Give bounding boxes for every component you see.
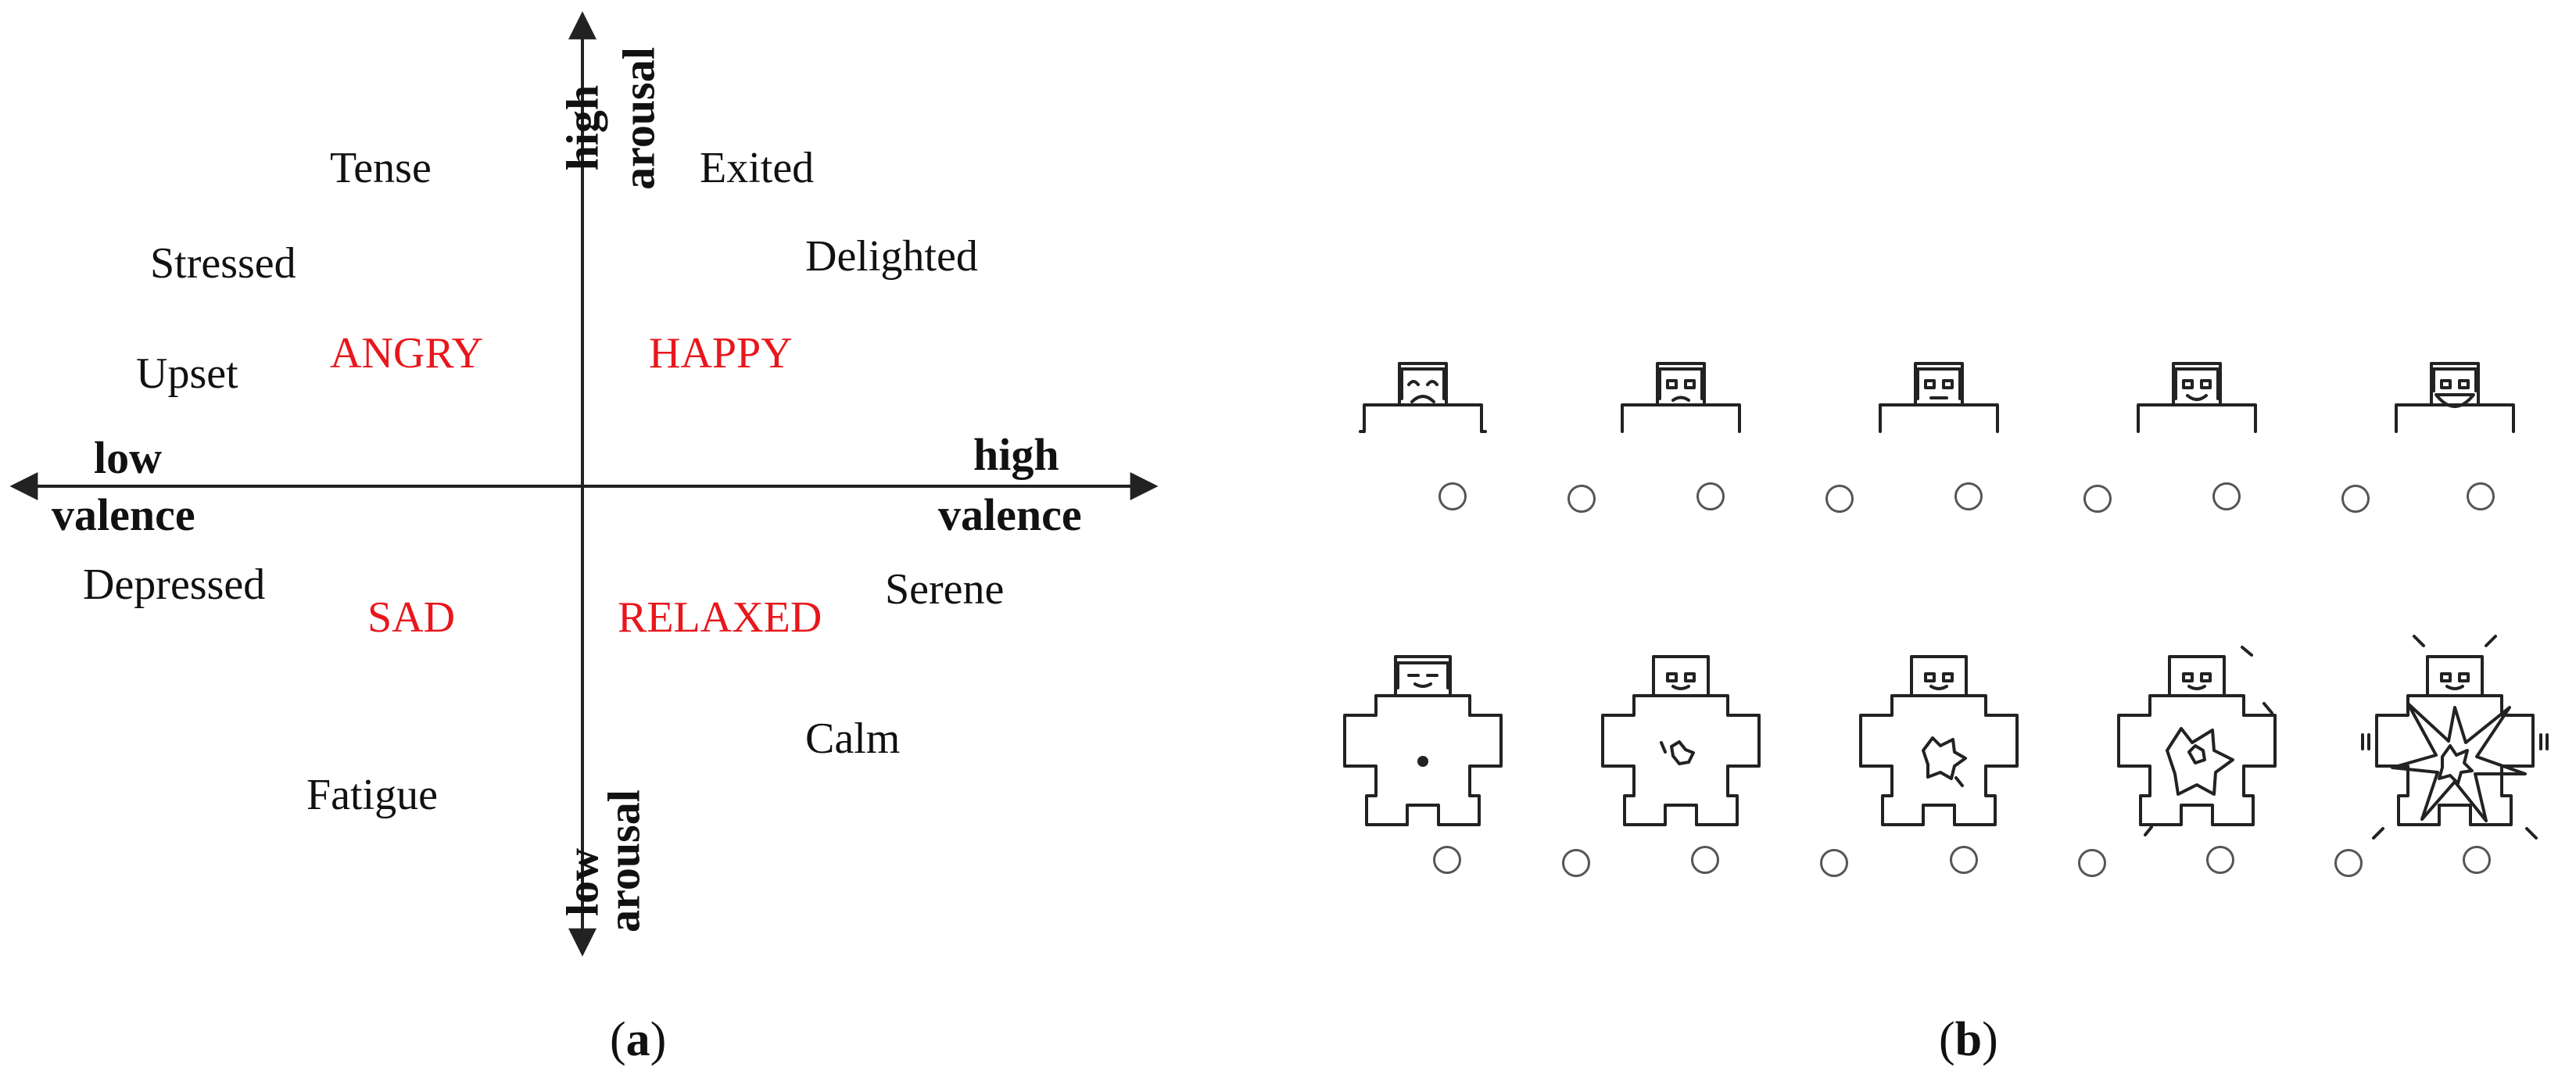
valence-figure-4: [2137, 362, 2257, 433]
caption-a-close: ): [650, 1013, 667, 1066]
quadrant-angry: ANGRY: [330, 329, 484, 378]
valence-radio-7[interactable]: [2212, 482, 2241, 510]
arousal-radio-7[interactable]: [2206, 846, 2234, 874]
state-depressed: Depressed: [83, 560, 266, 609]
state-serene: Serene: [885, 565, 1005, 614]
valence-radio-9[interactable]: [2467, 482, 2495, 510]
quadrant-relaxed: RELAXED: [618, 593, 822, 642]
caption-b-open: (: [1939, 1013, 1955, 1066]
high-valence-label-valence: valence: [938, 489, 1082, 540]
caption-a: (a): [610, 1012, 666, 1068]
arousal-figure-3: [1859, 655, 2019, 826]
arousal-radio-4[interactable]: [1820, 849, 1848, 877]
valence-radio-5[interactable]: [1954, 482, 1983, 510]
state-upset: Upset: [136, 349, 238, 398]
state-fatigue: Fatigue: [306, 771, 438, 819]
valence-radio-1[interactable]: [1438, 482, 1467, 510]
arousal-figure-1: [1343, 655, 1503, 826]
valence-figure-2: [1621, 362, 1741, 433]
low-valence-label-low: low: [94, 432, 162, 483]
valence-radio-6[interactable]: [2083, 485, 2112, 513]
arousal-radio-9[interactable]: [2463, 846, 2491, 874]
high-valence-label-high: high: [973, 429, 1059, 480]
caption-b-close: ): [1982, 1013, 1998, 1066]
arousal-figure-4: [2117, 646, 2277, 836]
quadrant-happy: HAPPY: [649, 329, 793, 378]
arousal-radio-6[interactable]: [2078, 849, 2106, 877]
caption-b-letter: b: [1954, 1013, 1983, 1066]
valence-radio-2[interactable]: [1567, 485, 1596, 513]
valence-figure-1: [1359, 362, 1487, 433]
arousal-radio-5[interactable]: [1950, 846, 1978, 874]
arousal-radio-1[interactable]: [1433, 846, 1461, 874]
caption-a-open: (: [610, 1013, 626, 1066]
arousal-radio-8[interactable]: [2334, 849, 2363, 877]
state-tense: Tense: [330, 144, 432, 192]
caption-a-letter: a: [625, 1013, 650, 1066]
arousal-radio-3[interactable]: [1691, 846, 1719, 874]
valence-radio-3[interactable]: [1696, 482, 1725, 510]
arousal-radio-2[interactable]: [1562, 849, 1590, 877]
valence-radio-8[interactable]: [2341, 485, 2370, 513]
low-valence-label-valence: valence: [52, 489, 195, 540]
arousal-figure-5: [2361, 635, 2549, 840]
state-stressed: Stressed: [150, 239, 296, 288]
state-delighted: Delighted: [805, 232, 978, 281]
valence-figure-5: [2395, 362, 2515, 433]
valence-radio-4[interactable]: [1825, 485, 1854, 513]
state-exited: Exited: [700, 144, 815, 192]
quadrant-sad: SAD: [367, 593, 456, 642]
arousal-figure-2: [1601, 655, 1761, 826]
caption-b: (b): [1939, 1012, 1998, 1068]
state-calm: Calm: [805, 714, 901, 763]
valence-figure-3: [1879, 362, 1999, 433]
